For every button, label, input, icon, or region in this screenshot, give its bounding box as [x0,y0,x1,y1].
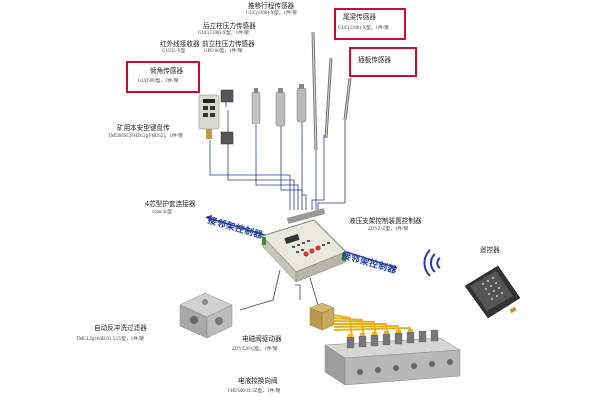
keyboard-device [198,94,220,139]
highlight-tilt [126,61,200,93]
front-pillar-label: 前立柱压力传感器 [202,40,255,48]
keyboard-model: TMDS8SC(FHD12)[FHD52]，1件/架 [108,134,183,139]
tilt-model: GUD900型，2件/架 [138,79,179,84]
rear-pillar-model: GUC(1200)-X型，1件/架 [198,31,249,36]
remote-label: 遥控器 [480,246,500,254]
connector-label: 4芯型护套连接器 [145,200,196,208]
valve-block-icon [324,329,461,386]
adjacent-link-right [339,249,398,269]
hydraulic-controller-model: ZDYZ-Z型，1件/架 [368,227,409,232]
lower-cables [239,269,319,311]
tail-beam-label: 尾梁传感器 [343,13,376,21]
highlight-insert-plate [349,47,417,77]
solenoid-driver-label: 电磁阀驱动器 [242,335,282,343]
valve-cable [295,284,301,300]
sensor-cables [209,100,346,210]
push-travel-rod [311,31,318,151]
solenoid-driver-icon [309,302,335,331]
valve-model: FHD500/31.5Z型，1件/架 [228,389,281,394]
filter-label: 自动反冲洗过滤器 [94,324,147,332]
hydraulic-controller-label: 液压支架控制装置控制器 [349,217,422,225]
tilt-sensor-pair [220,89,234,145]
rear-pillar-label: 后立柱压力传感器 [203,22,256,30]
ir-receiver-sensor [251,88,261,125]
highlight-tail-beam [334,8,406,40]
push-travel-model: GUC(1200)-X型，1件/架 [246,11,297,16]
insert-plate-rod [343,77,352,121]
wireless-signal-icon [423,249,441,277]
filter-icon [179,292,233,339]
tilt-label: 倾角传感器 [150,67,183,75]
ir-receiver-label: 红外线接收器 [160,40,200,48]
valve-label: 电液控换向阀 [238,377,278,385]
adjacent-link-left [205,215,276,239]
filter-model: TMGLQ(160B)31.5/25型，1件/架 [76,337,145,342]
tail-beam-model: GUC(1200)-X型，1件/架 [338,26,389,31]
ir-receiver-model: GUJ35-X型 [162,49,186,54]
connector-model: conn/4c型 [152,210,172,215]
front-pillar-model: GPD 60型，1件/架 [204,49,243,54]
insert-plate-label: 插板传感器 [358,56,391,64]
hydraulic-controller [261,208,347,283]
rear-pillar-pressure-sensor [296,84,307,123]
push-travel-label: 推移行程传感器 [248,2,295,10]
tail-beam-rod [324,57,333,139]
front-pillar-pressure-sensor [275,88,286,127]
keyboard-label: 矿用本安型键盘传 [117,124,170,132]
remote-control-icon [464,265,521,319]
solenoid-driver-model: ZDYZ26-Q型，1件/架 [232,347,278,352]
